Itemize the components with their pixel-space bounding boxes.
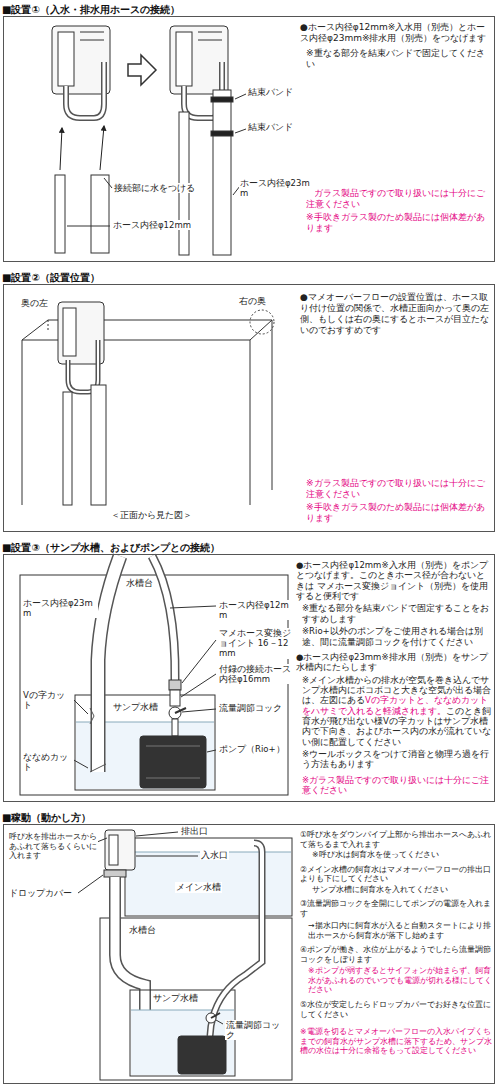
part-label: 流量調節コック — [225, 1020, 289, 1040]
part-label: 水槽台 — [125, 578, 154, 589]
part-label: 結束バンド — [247, 87, 294, 98]
part-label: ＜正面から見た図＞ — [80, 510, 222, 521]
instruction-text: ※Rio+以外のポンプをご使用される場合は別途、間に流量調節コックを付けてくださ… — [296, 626, 492, 647]
part-label: マメホース変換ジョイント 16－12mm — [218, 628, 292, 659]
instruction-text: ※ポンプが弱すぎるとサイフォンが始まらず、飼育水があふれるのでいつでも電源が切れ… — [300, 966, 492, 995]
section-heading: ■設置①（入水・排水用ホースの接続） — [2, 3, 180, 17]
instruction-text: ④ポンプが働き、水位が上がるようでしたら流量調節コックをしぼります — [300, 945, 492, 964]
instruction-text: ①呼び水をダウンパイプ上部から排出ホースへあふれて落ちるまで入れます — [300, 830, 492, 849]
instruction-text: ●ホース内径φ12mm※入水用（別売）とホース内径φ23mm※排水用（別売）をつ… — [300, 22, 490, 44]
instruction-text: ③流量調節コックを全開にしてポンプの電源を入れます — [300, 899, 492, 918]
part-label: 入水口 — [200, 850, 229, 860]
text-column: ●ホース内径φ12mm※入水用（別売）をポンプとつなげます。このときホース径が合… — [296, 560, 492, 796]
part-label: メイン水槽 — [175, 882, 222, 893]
instruction-text: ※ガラス製品ですので取り扱いには十分にご注意ください — [300, 478, 490, 500]
instruction-text: ※ガラス製品ですので取り扱いには十分にご注意ください — [296, 775, 492, 796]
instruction-text: ※重なる部分を結束バンドで固定してください — [300, 48, 490, 70]
section-heading: ■稼動（動かし方） — [2, 811, 91, 825]
part-label: 流量調節コック — [218, 703, 283, 713]
part-label: 付録の接続ホース 内径φ16mm — [218, 664, 292, 684]
part-label: ホース内径φ12mm — [112, 220, 192, 230]
instruction-text: ●ホース内径φ23mm※排水用（別売）をサンプ水槽内にたらします — [296, 652, 492, 673]
part-label: 呼び水を排出ホースからあふれて落ちるくらいに入れます — [8, 832, 98, 861]
part-label: 結束バンド — [247, 122, 294, 133]
note-text: 揚水口内に飼育水が入ると自動スタートにより排出ホースから飼育水が落下し始めます — [308, 921, 491, 940]
part-label: ホース内径φ23mm — [239, 178, 315, 198]
text-column: ●マメオーバーフローの設置位置は、ホース取り付け位置の関係で、水槽正面向かって奥… — [300, 292, 490, 524]
part-label: 接続部に水をつける — [113, 183, 196, 193]
section-heading: ■設置②（設置位置） — [2, 271, 100, 285]
instruction-text: ※ガラス製品ですので取り扱いには十分にご注意ください — [300, 188, 490, 210]
instruction-text: ※電源を切るとマメオーバーフローの入水パイプくちまでの飼育水がサンプ水槽に落下す… — [300, 1027, 492, 1056]
part-label: サンプ水槽 — [152, 993, 199, 1003]
part-label: ななめカット — [22, 752, 74, 772]
instruction-text: →揚水口内に飼育水が入ると自動スタートにより排出ホースから飼育水が落下し始めます — [300, 921, 492, 940]
instruction-text: ②メイン水槽の飼育水はマメオーバーフローの排出口よりも下にしてください — [300, 865, 492, 884]
instruction-text: ●ホース内径φ12mm※入水用（別売）をポンプとつなげます。このときホース径が合… — [296, 560, 492, 601]
instruction-text: ⑤水位が安定したらドロップカバーでお好きな位置にしてください — [300, 1000, 492, 1019]
part-label: ホース内径φ12mm — [218, 600, 292, 620]
instruction-text: ※手吹きガラス製のため製品には個体差があります — [300, 212, 490, 234]
part-label: Vの字カット — [22, 690, 74, 710]
part-label: ホース内径φ23mm — [22, 598, 98, 618]
part-label: ドロップカバー — [8, 888, 73, 898]
text-column: ●ホース内径φ12mm※入水用（別売）とホース内径φ23mm※排水用（別売）をつ… — [300, 22, 490, 234]
part-label: 水槽台 — [128, 925, 157, 936]
instruction-text: ※ウールボックスをつけて消音と物理ろ過を行う方法もあります — [296, 749, 492, 770]
instruction-text: ※メイン水槽からの排水が空気を巻き込んでサンプ水槽内にボコボコと大きな空気が出る… — [296, 675, 492, 748]
instruction-text: ●マメオーバーフローの設置位置は、ホース取り付け位置の関係で、水槽正面向かって奥… — [300, 292, 490, 336]
instruction-text: ※重なる部分を結束バンドで固定することをおすすめします — [296, 603, 492, 624]
part-label: 奥の左 — [20, 298, 49, 309]
instruction-text: ※手吹きガラス製のため製品には個体差があります — [300, 502, 490, 524]
instruction-text: ※呼び水は飼育水を使ってください — [300, 850, 492, 860]
part-label: サンプ水槽 — [112, 702, 159, 712]
text-column: ①呼び水をダウンパイプ上部から排出ホースへあふれて落ちるまで入れます※呼び水は飼… — [300, 830, 492, 1056]
part-label: 右の奥 — [238, 296, 267, 307]
section-heading: ■設置③（サンプ水槽、およびポンプとの接続） — [2, 541, 220, 555]
part-label: ポンプ（Rio+） — [218, 744, 286, 754]
part-label: 排出口 — [180, 826, 209, 836]
instruction-text: サンプ水槽に飼育水を入れてください — [300, 885, 492, 895]
